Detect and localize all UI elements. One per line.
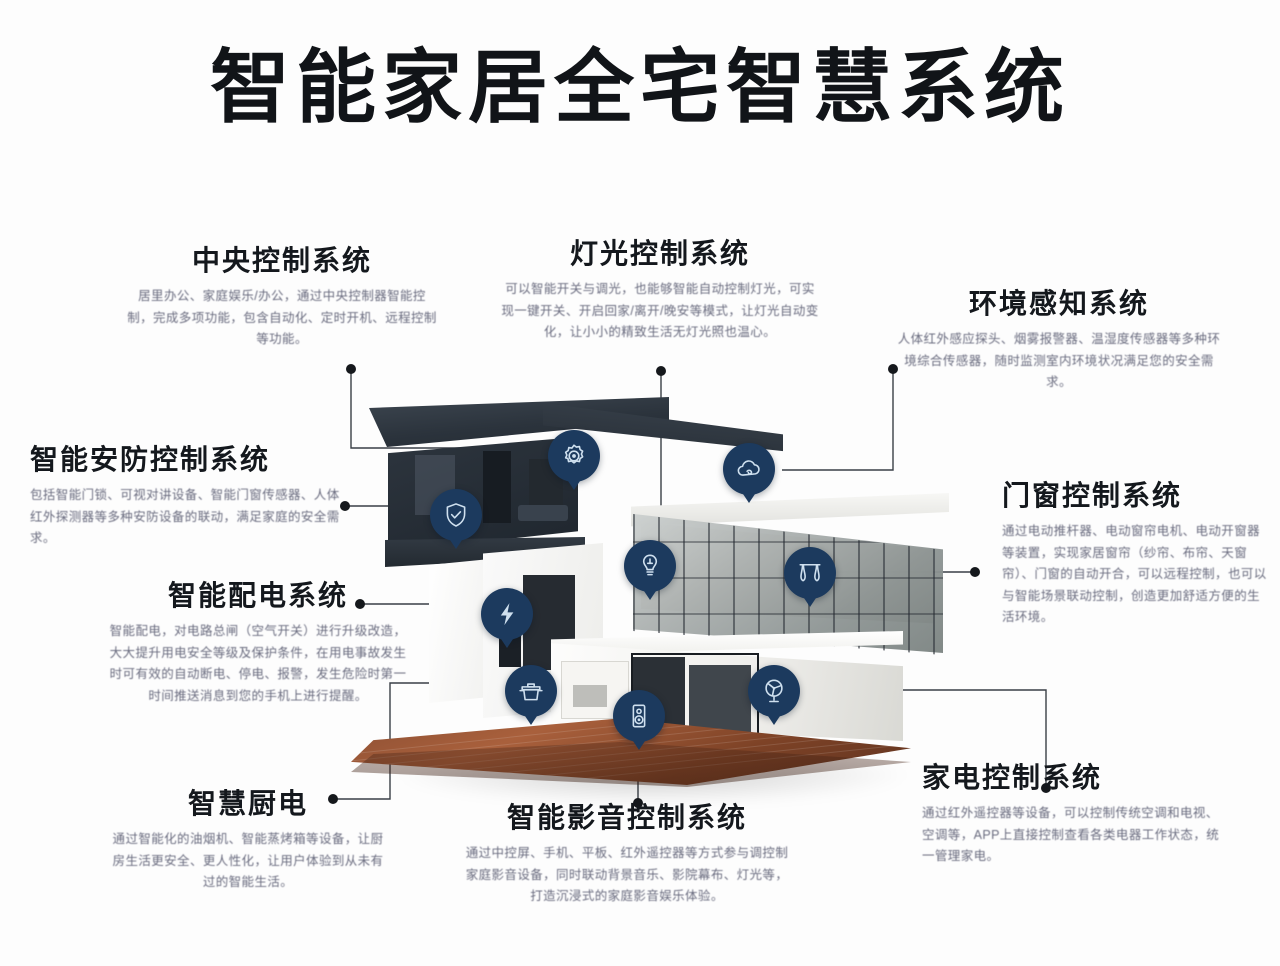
callout-body: 可以智能开关与调光，也能够智能自动控制灯光，可实现一键开关、开启回家/离开/晚安… bbox=[501, 282, 819, 339]
glass-mullion bbox=[758, 514, 760, 655]
callout-body: 通过电动推杆器、电动窗帘电机、电动开窗器等装置，实现家居窗帘（纱帘、布帘、天窗帘… bbox=[1002, 524, 1267, 624]
callout-appliance-control: 家电控制系统 通过红外遥控器等设备，可以控制传统空调和电视、空调等，APP上直接… bbox=[922, 760, 1222, 868]
callout-title: 智能安防控制系统 bbox=[30, 444, 271, 475]
badge-power-distribution[interactable] bbox=[481, 588, 533, 640]
badge-smart-kitchen[interactable] bbox=[505, 665, 557, 717]
callout-body: 通过红外遥控器等设备，可以控制传统空调和电视、空调等，APP上直接控制查看各类电… bbox=[922, 806, 1220, 863]
glass-mullion bbox=[833, 514, 835, 655]
glass-mullion bbox=[733, 514, 735, 655]
callout-smart-kitchen: 智慧厨电 通过智能化的油烟机、智能蒸烤箱等设备，让厨房生活更安全、更人性化，让用… bbox=[112, 786, 384, 894]
glass-mullion bbox=[858, 514, 860, 655]
shield-check-icon bbox=[441, 500, 471, 530]
glass-mullion bbox=[783, 514, 785, 655]
callout-body: 居里办公、家庭娱乐/办公，通过中央控制器智能控制，完成多项功能，包含自动化、定时… bbox=[127, 289, 437, 346]
gear-icon bbox=[559, 441, 589, 471]
glass-mullion bbox=[883, 514, 885, 655]
glass-transom bbox=[633, 541, 943, 543]
interior-sofa bbox=[518, 505, 568, 521]
callout-lighting-control: 灯光控制系统 可以智能开关与调光，也能够智能自动控制灯光，可实现一键开关、开启回… bbox=[500, 236, 820, 344]
badge-audio-video[interactable] bbox=[613, 690, 665, 742]
callout-body: 通过智能化的油烟机、智能蒸烤箱等设备，让厨房生活更安全、更人性化，让用户体验到从… bbox=[112, 832, 384, 889]
smart-home-model-illustration bbox=[333, 385, 949, 805]
fan-icon bbox=[759, 676, 789, 706]
callout-body: 智能配电，对电路总闸（空气开关）进行升级改造，大大提升用电安全等级及保护条件，在… bbox=[109, 624, 407, 703]
badge-environment-sensing[interactable] bbox=[723, 443, 775, 495]
callout-title: 灯光控制系统 bbox=[569, 238, 750, 269]
badge-smart-security[interactable] bbox=[430, 489, 482, 541]
callout-smart-security: 智能安防控制系统 包括智能门锁、可视对讲设备、智能门窗传感器、人体红外探测器等多… bbox=[30, 442, 350, 550]
glass-mullion bbox=[933, 514, 935, 655]
upper-window-mid bbox=[483, 451, 511, 523]
pot-icon bbox=[516, 676, 546, 706]
callout-title: 环境感知系统 bbox=[968, 288, 1149, 319]
callout-audio-video: 智能影音控制系统 通过中控屏、手机、平板、红外遥控器等方式参与调控制家庭影音设备… bbox=[462, 800, 792, 908]
page-title: 智能家居全宅智慧系统 bbox=[210, 43, 1070, 132]
glass-mullion bbox=[683, 514, 685, 655]
bulb-icon bbox=[635, 551, 665, 581]
callout-power-distribution: 智能配电系统 智能配电，对电路总闸（空气开关）进行升级改造，大大提升用电安全等级… bbox=[108, 578, 408, 707]
speaker-icon bbox=[624, 701, 654, 731]
callout-title: 家电控制系统 bbox=[922, 762, 1103, 793]
curtain-icon bbox=[795, 558, 825, 588]
badge-door-window[interactable] bbox=[784, 547, 836, 599]
callout-title: 智能配电系统 bbox=[167, 580, 348, 611]
bolt-icon bbox=[492, 599, 522, 629]
glass-mullion bbox=[708, 514, 710, 655]
callout-body: 包括智能门锁、可视对讲设备、智能门窗传感器、人体红外探测器等多种安防设备的联动，… bbox=[30, 488, 340, 545]
callout-environment-sensing: 环境感知系统 人体红外感应探头、烟雾报警器、温湿度传感器等多种环境综合传感器，随… bbox=[896, 286, 1222, 394]
callout-door-window: 门窗控制系统 通过电动推杆器、电动窗帘电机、电动开窗器等装置，实现家居窗帘（纱帘… bbox=[1002, 478, 1272, 629]
callout-title: 智能影音控制系统 bbox=[506, 802, 747, 833]
badge-central-control[interactable] bbox=[548, 430, 600, 482]
badge-lighting[interactable] bbox=[624, 540, 676, 592]
glass-mullion bbox=[908, 514, 910, 655]
kitchen-counter bbox=[573, 685, 607, 707]
cloud-icon bbox=[734, 454, 764, 484]
callout-body: 人体红外感应探头、烟雾报警器、温湿度传感器等多种环境综合传感器，随时监测室内环境… bbox=[897, 332, 1221, 389]
glass-transom bbox=[633, 613, 943, 615]
badge-appliance[interactable] bbox=[748, 665, 800, 717]
callout-title: 智慧厨电 bbox=[187, 788, 308, 819]
callout-title: 中央控制系统 bbox=[191, 245, 372, 276]
callout-title: 门窗控制系统 bbox=[1002, 480, 1183, 511]
callout-body: 通过中控屏、手机、平板、红外遥控器等方式参与调控制家庭影音设备，同时联动背景音乐… bbox=[465, 846, 789, 903]
callout-central-control: 中央控制系统 居里办公、家庭娱乐/办公，通过中央控制器智能控制，完成多项功能，包… bbox=[126, 243, 438, 351]
